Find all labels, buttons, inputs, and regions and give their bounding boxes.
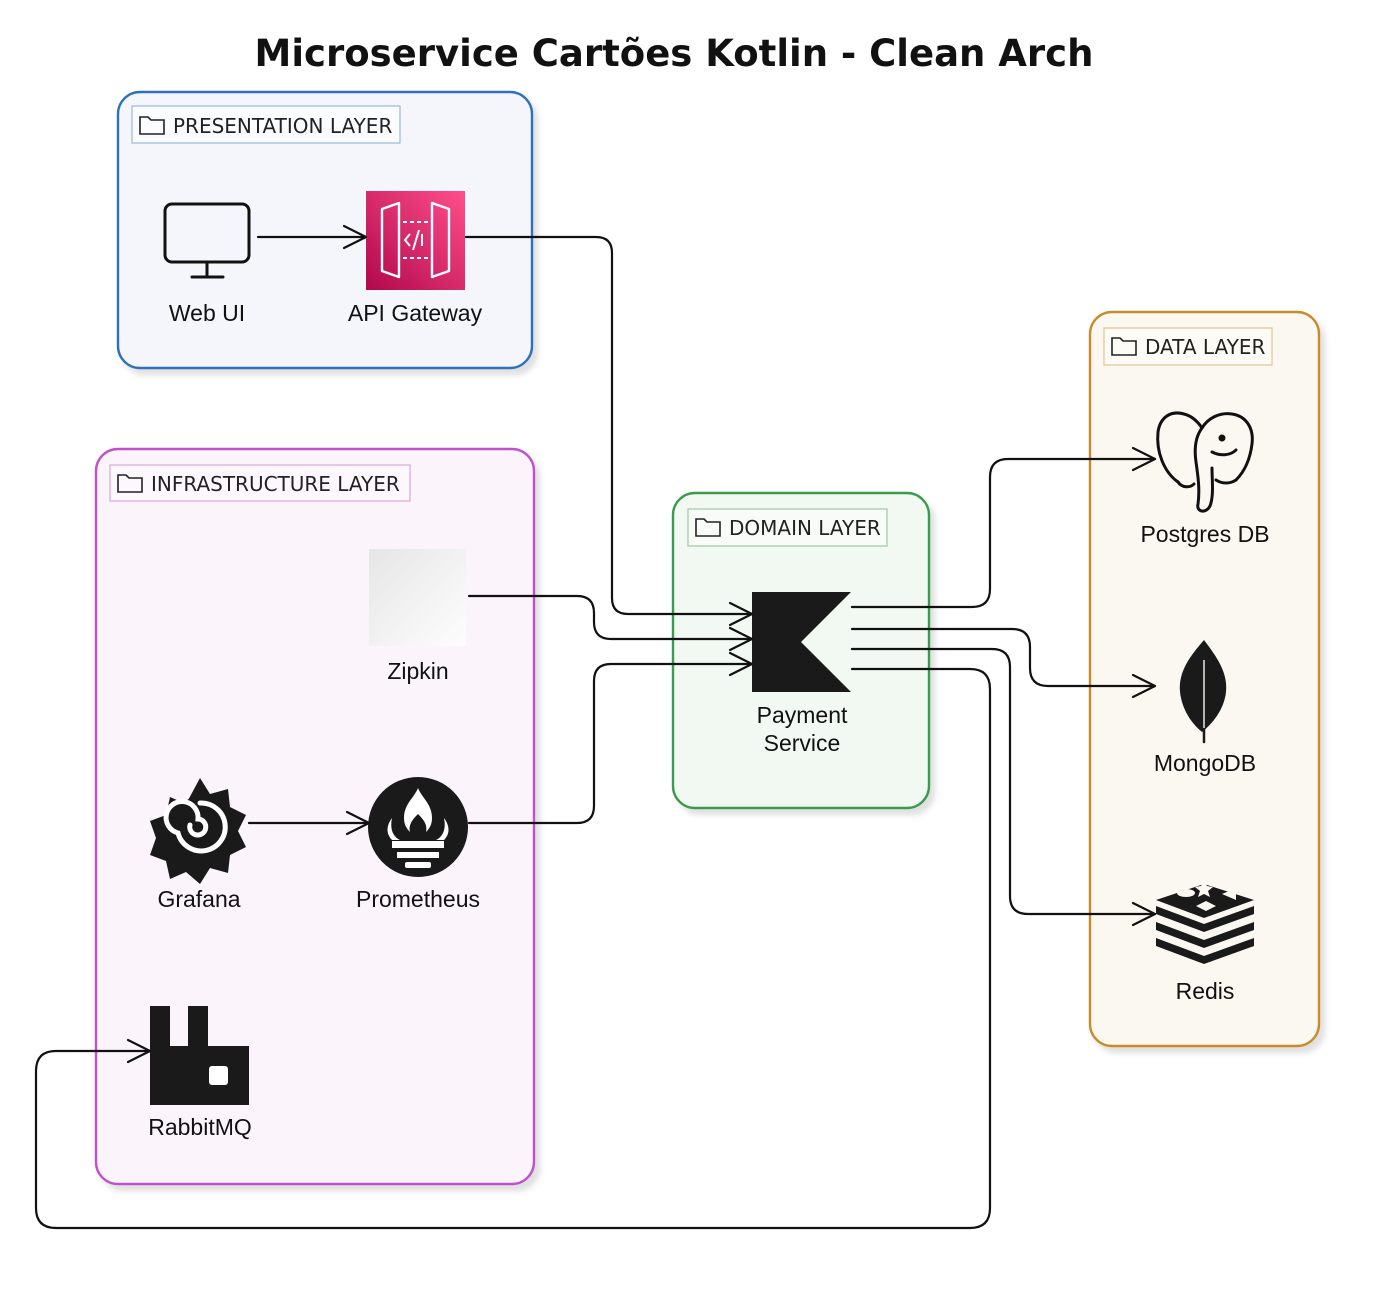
zipkin-label: Zipkin [387, 658, 448, 684]
diagram-title: Microservice Cartões Kotlin - Clean Arch [255, 32, 1094, 75]
folder-icon [117, 474, 143, 493]
edge-payment-service-to-rabbitmq [34, 667, 992, 1230]
connections [34, 224, 1157, 1230]
edge-payment-service-to-mongodb [850, 627, 1157, 699]
edge-payment-service-to-redis [850, 647, 1157, 927]
edge-prometheus-to-payment-service [467, 651, 754, 825]
kotlin-icon [752, 592, 851, 692]
rabbitmq-label: RabbitMQ [148, 1114, 252, 1140]
presentation-layer-label: PRESENTATION LAYER [173, 114, 392, 138]
folder-icon [695, 518, 721, 537]
presentation-layer-box [116, 90, 534, 370]
infrastructure-layer-tag: INFRASTRUCTURE LAYER [109, 464, 411, 502]
mongodb-label: MongoDB [1154, 750, 1256, 776]
domain-layer: DOMAIN LAYER Payment Service [671, 491, 931, 810]
redis-label: Redis [1176, 978, 1235, 1004]
prometheus-icon [368, 777, 468, 877]
payment-service-node[interactable]: Payment Service [752, 592, 851, 756]
edge-payment-service-to-postgres [850, 446, 1157, 609]
web-ui-label: Web UI [169, 300, 245, 326]
redis-icon [1156, 880, 1254, 964]
edge-grafana-to-prometheus [247, 810, 371, 836]
zipkin-placeholder-icon [369, 549, 466, 646]
folder-icon [1111, 337, 1137, 356]
monitor-icon [163, 202, 251, 279]
edge-zipkin-to-payment-service [467, 594, 754, 652]
folder-icon [139, 116, 165, 135]
api-gateway-label: API Gateway [348, 300, 483, 326]
grafana-label: Grafana [157, 886, 240, 912]
prometheus-label: Prometheus [356, 886, 480, 912]
domain-layer-label: DOMAIN LAYER [729, 516, 881, 540]
grafana-icon [150, 778, 246, 884]
edge-api-gateway-to-payment-service [464, 235, 754, 627]
data-layer: DATA LAYER Postgres DB MongoDB [1088, 310, 1321, 1048]
rabbitmq-icon [150, 1006, 249, 1105]
infrastructure-layer: INFRASTRUCTURE LAYER Zipkin Grafana [94, 447, 536, 1186]
grafana-node[interactable]: Grafana [150, 778, 246, 912]
postgres-node[interactable]: Postgres DB [1140, 411, 1270, 547]
edge-web-ui-to-api-gateway [256, 224, 368, 250]
api-gateway-icon [366, 191, 465, 290]
data-layer-label: DATA LAYER [1145, 335, 1265, 359]
presentation-layer-tag: PRESENTATION LAYER [131, 105, 401, 144]
postgres-elephant-icon [1156, 411, 1254, 513]
rabbitmq-node[interactable]: RabbitMQ [148, 1006, 252, 1140]
presentation-layer: PRESENTATION LAYER Web UI API [116, 90, 534, 370]
payment-service-label-line2: Service [764, 730, 841, 756]
mongodb-leaf-icon [1179, 640, 1227, 744]
redis-node[interactable]: Redis [1156, 880, 1254, 1004]
data-layer-tag: DATA LAYER [1103, 327, 1273, 366]
zipkin-node[interactable]: Zipkin [369, 549, 466, 684]
infrastructure-layer-label: INFRASTRUCTURE LAYER [151, 472, 400, 496]
postgres-label: Postgres DB [1140, 521, 1269, 547]
web-ui-node[interactable]: Web UI [163, 202, 251, 326]
prometheus-node[interactable]: Prometheus [356, 777, 480, 912]
api-gateway-node[interactable]: API Gateway [348, 191, 483, 326]
mongodb-node[interactable]: MongoDB [1154, 640, 1256, 776]
domain-layer-tag: DOMAIN LAYER [687, 508, 888, 547]
payment-service-label-line1: Payment [757, 702, 848, 728]
